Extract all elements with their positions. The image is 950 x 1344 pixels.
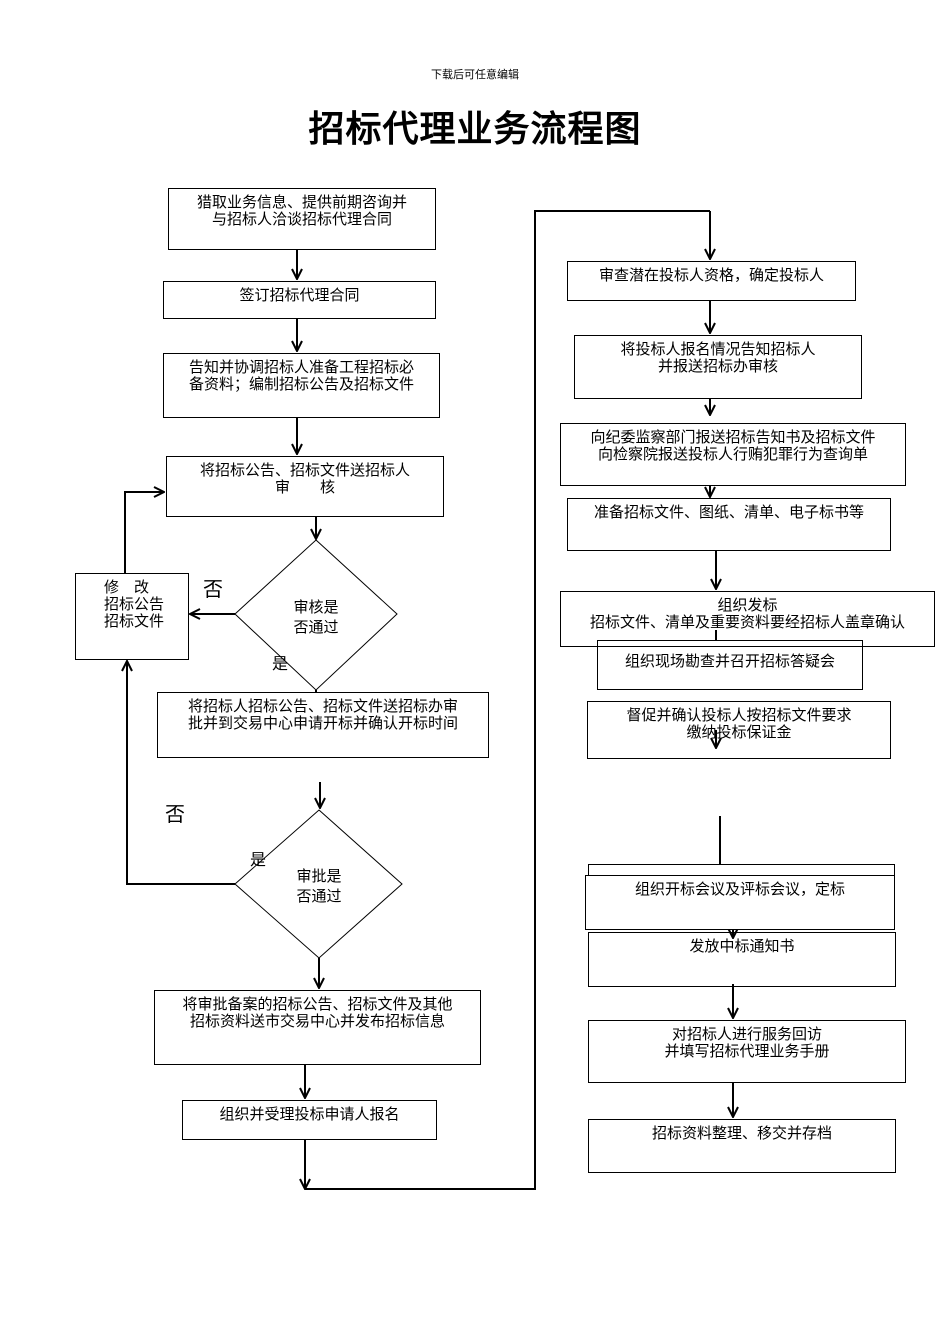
step-issue-tender: 组织发标 招标文件、清单及重要资料要经招标人盖章确认: [560, 591, 935, 647]
step-follow-up: 对招标人进行服务回访 并填写招标代理业务手册: [588, 1020, 906, 1083]
step-send-for-review: 将招标公告、招标文件送招标人 审 核: [166, 456, 444, 517]
header-note: 下载后可任意编辑: [431, 68, 519, 81]
step-prepare-materials: 告知并协调招标人准备工程招标必 备资料；编制招标公告及招标文件: [163, 353, 440, 418]
step-prepare-tender-docs: 准备招标文件、图纸、清单、电子标书等: [567, 498, 891, 551]
step-modify-documents: 修 改 招标公告 招标文件: [75, 573, 189, 660]
step-acquire-business: 猎取业务信息、提供前期咨询并 与招标人洽谈招标代理合同: [168, 188, 436, 250]
arrow: [124, 492, 164, 573]
step-qualify-bidders: 审查潜在投标人资格，确定投标人: [567, 261, 856, 301]
step-registration: 组织并受理投标申请人报名: [182, 1100, 437, 1140]
label-yes-1: 是: [272, 654, 289, 673]
step-archive: 招标资料整理、移交并存档: [588, 1119, 896, 1173]
connector-line: [305, 210, 710, 1190]
step-sign-contract: 签订招标代理合同: [163, 281, 436, 319]
label-no-1: 否: [203, 577, 223, 601]
arrow: [127, 661, 235, 885]
page-title: 招标代理业务流程图: [308, 108, 642, 150]
step-bid-bond: 督促并确认投标人按招标文件要求 缴纳投标保证金: [587, 701, 891, 759]
step-award-notice: 发放中标通知书: [588, 932, 896, 987]
step-bid-opening: 组织开标会议及评标会议，定标: [585, 875, 895, 930]
step-report-registration: 将投标人报名情况告知招标人 并报送招标办审核: [574, 335, 862, 399]
decision-diamond-review: [234, 539, 398, 691]
label-no-2: 否: [165, 802, 185, 826]
label-yes-2: 是: [250, 850, 267, 869]
step-report-supervision: 向纪委监察部门报送招标告知书及招标文件 向检察院报送投标人行贿犯罪行为查询单: [560, 423, 906, 486]
step-submit-bidding-office: 将招标人招标公告、招标文件送招标办审 批并到交易中心申请开标并确认开标时间: [157, 692, 489, 758]
decision-approval-text: 审批是 否通过: [296, 867, 342, 905]
decision-review-text: 审核是 否通过: [293, 598, 339, 636]
step-site-visit: 组织现场勘查并召开招标答疑会: [597, 640, 863, 690]
step-publish-info: 将审批备案的招标公告、招标文件及其他 招标资料送市交易中心并发布招标信息: [154, 990, 481, 1065]
decision-diamond-approval: [234, 809, 403, 959]
